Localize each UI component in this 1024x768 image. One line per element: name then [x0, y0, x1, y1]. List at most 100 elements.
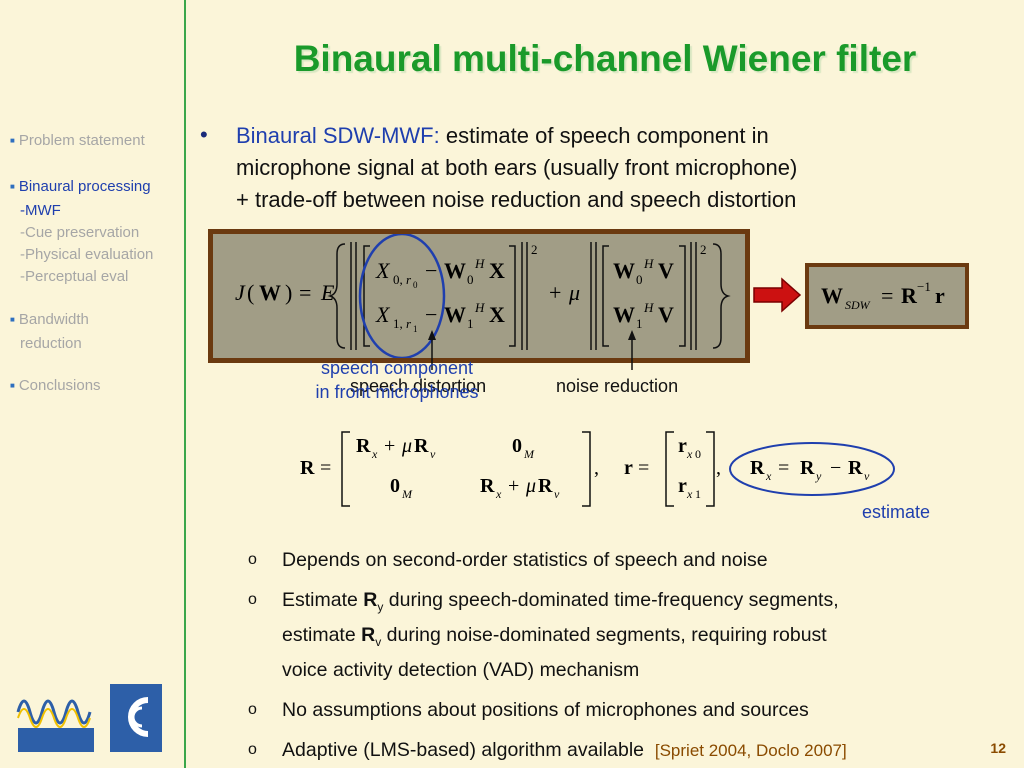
nav-item-cue-preservation[interactable]: -Cue preservation [20, 224, 140, 241]
svg-text:y: y [815, 469, 822, 483]
bullet-icon: ■ [10, 381, 15, 390]
bullet-icon: ■ [10, 136, 15, 145]
sidebar-divider [184, 0, 186, 768]
bullet-head: Binaural SDW-MWF: [236, 123, 440, 148]
svg-text:2: 2 [700, 242, 707, 257]
svg-text:H: H [643, 300, 654, 315]
sidebar-nav: ■Problem statement [10, 130, 145, 154]
svg-text:r: r [624, 457, 633, 479]
svg-text:−: − [830, 457, 841, 479]
svg-text:R: R [356, 435, 371, 457]
solution-equation: W SDW = R −1 r [821, 279, 945, 312]
list-item: o No assumptions about positions of micr… [248, 698, 809, 721]
sidebar-nav-group-conclusions: ■Conclusions [10, 375, 101, 399]
svg-text:x: x [686, 447, 693, 461]
svg-text:1: 1 [467, 316, 474, 331]
svg-text:R: R [300, 457, 315, 479]
list-item: o Depends on second-order statistics of … [248, 549, 768, 571]
svg-text:r: r [678, 435, 687, 457]
svg-text:=: = [778, 457, 789, 479]
svg-text:r: r [935, 283, 945, 308]
svg-text:,: , [594, 457, 599, 479]
svg-text:=: = [299, 280, 311, 305]
svg-text:2: 2 [531, 242, 538, 257]
svg-text:v: v [864, 469, 870, 483]
slide-title: Binaural multi-channel Wiener filter [293, 38, 917, 79]
svg-text:W: W [444, 258, 466, 283]
svg-text:SDW: SDW [845, 298, 871, 312]
svg-text:X: X [489, 258, 505, 283]
list-item: o Adaptive (LMS-based) algorithm availab… [248, 738, 847, 761]
svg-text:V: V [658, 258, 674, 283]
correlation-matrices-equation: R = R x + μ R v 0 M 0 M R x + μ R v , r … [300, 431, 895, 507]
svg-text:W: W [259, 280, 281, 305]
main-bullet-icon: • [200, 122, 208, 147]
svg-text:R: R [480, 475, 495, 497]
svg-text:W: W [821, 283, 843, 308]
svg-text:=: = [881, 283, 893, 308]
label-speech-distortion: speech distortion [350, 376, 487, 396]
sidebar-nav-group-bandwidth: ■Bandwidth reduction [10, 309, 89, 355]
svg-text:R: R [901, 283, 918, 308]
solution-box: W SDW = R −1 r [805, 263, 969, 329]
svg-text:+: + [384, 435, 395, 457]
nav-item-bandwidth-reduction[interactable]: reduction [20, 335, 82, 352]
svg-text:0: 0 [512, 435, 522, 457]
svg-text:W: W [613, 258, 635, 283]
svg-text:E: E [320, 280, 335, 305]
svg-text:r: r [678, 475, 687, 497]
nav-item-perceptual-eval[interactable]: -Perceptual eval [20, 268, 129, 285]
label-noise-reduction: noise reduction [556, 376, 679, 396]
svg-text:R: R [414, 435, 429, 457]
svg-text:R: R [538, 475, 553, 497]
label-speech-component: speech component in front microphones [315, 358, 479, 402]
svg-text:v: v [554, 487, 560, 501]
main-bullet-text: Binaural SDW-MWF: estimate of speech com… [236, 123, 798, 212]
svg-text:X: X [375, 302, 391, 327]
svg-text:M: M [401, 487, 413, 501]
svg-text:r: r [406, 316, 412, 331]
right-arrow-icon [753, 277, 802, 313]
svg-text:x: x [371, 447, 378, 461]
nav-item-mwf[interactable]: -MWF [20, 202, 61, 219]
nav-item-physical-evaluation[interactable]: -Physical evaluation [20, 246, 154, 263]
svg-text:0: 0 [636, 272, 643, 287]
svg-text:R: R [848, 457, 863, 479]
svg-text:+: + [549, 280, 561, 305]
svg-text:1: 1 [636, 316, 643, 331]
svg-text:M: M [523, 447, 535, 461]
svg-text:−: − [425, 302, 437, 327]
svg-text:μ: μ [401, 435, 412, 457]
svg-text:0,: 0, [393, 272, 403, 287]
svg-text:1: 1 [413, 324, 418, 334]
nav-item-binaural-processing[interactable]: ■Binaural processing [10, 178, 151, 195]
esat-logo [16, 699, 94, 752]
list-item: o Estimate Ry during speech-dominated ti… [248, 589, 839, 681]
svg-text:X: X [489, 302, 505, 327]
estimate-highlight [729, 442, 895, 496]
svg-text:R: R [800, 457, 815, 479]
svg-text:0: 0 [390, 475, 400, 497]
nav-item-problem-statement[interactable]: ■Problem statement [10, 132, 145, 149]
nav-item-bandwidth[interactable]: ■Bandwidth [10, 311, 89, 328]
svg-text:μ: μ [568, 280, 580, 305]
label-estimate: estimate [862, 502, 931, 522]
sub-bullet-list: o Depends on second-order statistics of … [248, 546, 988, 765]
cost-function-equation: J ( W ) = E X 0, r 0 − W 0 H X X 1, [235, 232, 731, 360]
nav-item-conclusions[interactable]: ■Conclusions [10, 377, 101, 394]
svg-text:1,: 1, [393, 316, 403, 331]
svg-text:0: 0 [695, 447, 701, 461]
svg-text:X: X [375, 258, 391, 283]
svg-text:H: H [474, 256, 485, 271]
svg-text:H: H [643, 256, 654, 271]
page-number: 12 [990, 740, 1006, 756]
svg-text:=: = [638, 457, 649, 479]
svg-text:W: W [613, 302, 635, 327]
svg-text:+: + [508, 475, 519, 497]
svg-text:x: x [686, 487, 693, 501]
bullet-icon: ■ [10, 182, 15, 191]
svg-text:H: H [474, 300, 485, 315]
svg-text:x: x [765, 469, 772, 483]
bullet-icon: ■ [10, 315, 15, 324]
svg-text:r: r [406, 272, 412, 287]
